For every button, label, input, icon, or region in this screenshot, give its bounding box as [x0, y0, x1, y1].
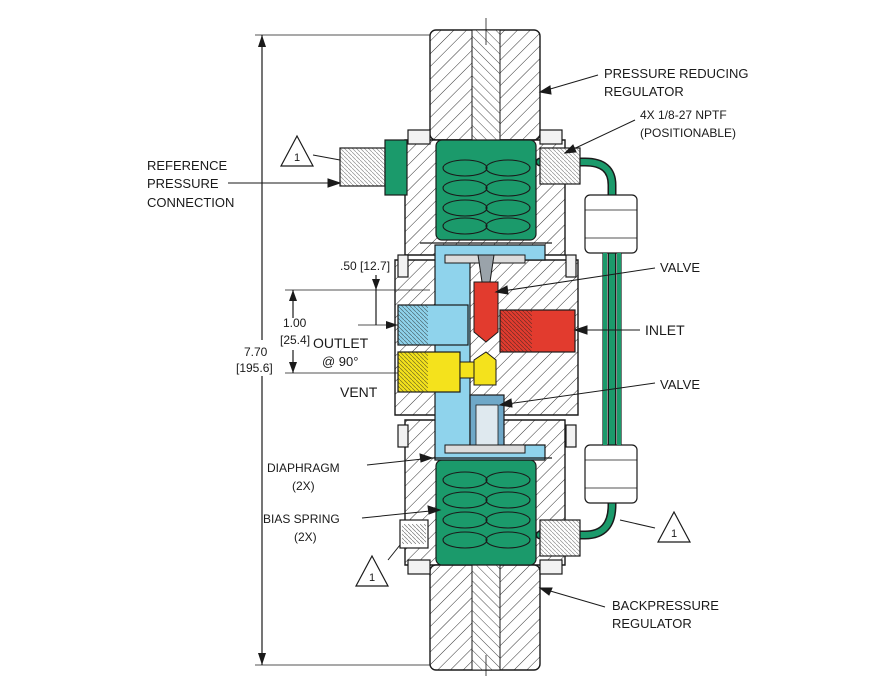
spring-chamber-bottom: [435, 459, 537, 566]
dimension-7-70: [228, 34, 430, 666]
note-flag-lower-right-label: 1: [671, 528, 677, 540]
dimension-0-50: [358, 275, 398, 329]
label-outlet-line1: OUTLET: [313, 335, 369, 351]
label-backpressure-line2: REGULATOR: [612, 616, 692, 631]
label-reference-line2: PRESSURE: [147, 176, 219, 191]
dimension-1-00-label-line1: 1.00: [283, 316, 307, 330]
label-diaphragm-line2: (2X): [292, 479, 315, 493]
label-bias-spring-line1: BIAS SPRING: [263, 512, 340, 526]
outlet-passage: [397, 244, 546, 461]
label-backpressure-line1: BACKPRESSURE: [612, 598, 719, 613]
dimension-7-70-label-line1: 7.70: [244, 345, 268, 359]
note-flag-lower-right: 1: [657, 510, 691, 543]
inlet-port: [473, 281, 576, 353]
label-bias-spring-line2: (2X): [294, 530, 317, 544]
leader-lines: [228, 74, 656, 608]
label-nptf-line1: 4X 1/8-27 NPTF: [640, 108, 727, 122]
bias-spring-top: [442, 159, 531, 235]
vent-port: [397, 351, 497, 393]
note-flag-lower-left: 1: [355, 554, 389, 587]
label-diaphragm-line1: DIAPHRAGM: [267, 461, 340, 475]
label-valve-top: VALVE: [660, 260, 700, 275]
reference-tube: [535, 147, 638, 557]
dimension-1-00-label-line2: [25.4]: [280, 333, 310, 347]
label-outlet-line2: @ 90°: [322, 354, 358, 369]
note-flag-upper: 1: [280, 134, 314, 167]
label-reference-line1: REFERENCE: [147, 158, 228, 173]
note-flag-lower-left-label: 1: [369, 572, 375, 584]
valve-lower: [444, 394, 526, 454]
label-pressure-reducing-line1: PRESSURE REDUCING: [604, 66, 748, 81]
reference-fitting: [339, 139, 408, 196]
valve-upper: [444, 254, 526, 283]
label-inlet: INLET: [645, 322, 685, 338]
note-flag-upper-label: 1: [294, 152, 300, 164]
body-bolts: [397, 129, 577, 575]
label-valve-bottom: VALVE: [660, 377, 700, 392]
label-pressure-reducing-line2: REGULATOR: [604, 84, 684, 99]
plug-fitting: [399, 519, 429, 549]
label-nptf-line2: (POSITIONABLE): [640, 126, 736, 140]
dimension-0-50-label: .50 [12.7]: [340, 259, 390, 273]
dimension-7-70-label-line2: [195.6]: [236, 361, 273, 375]
label-vent: VENT: [340, 384, 378, 400]
dimension-1-00: [270, 289, 430, 374]
bias-spring-bottom: [442, 471, 531, 549]
label-reference-line3: CONNECTION: [147, 195, 234, 210]
